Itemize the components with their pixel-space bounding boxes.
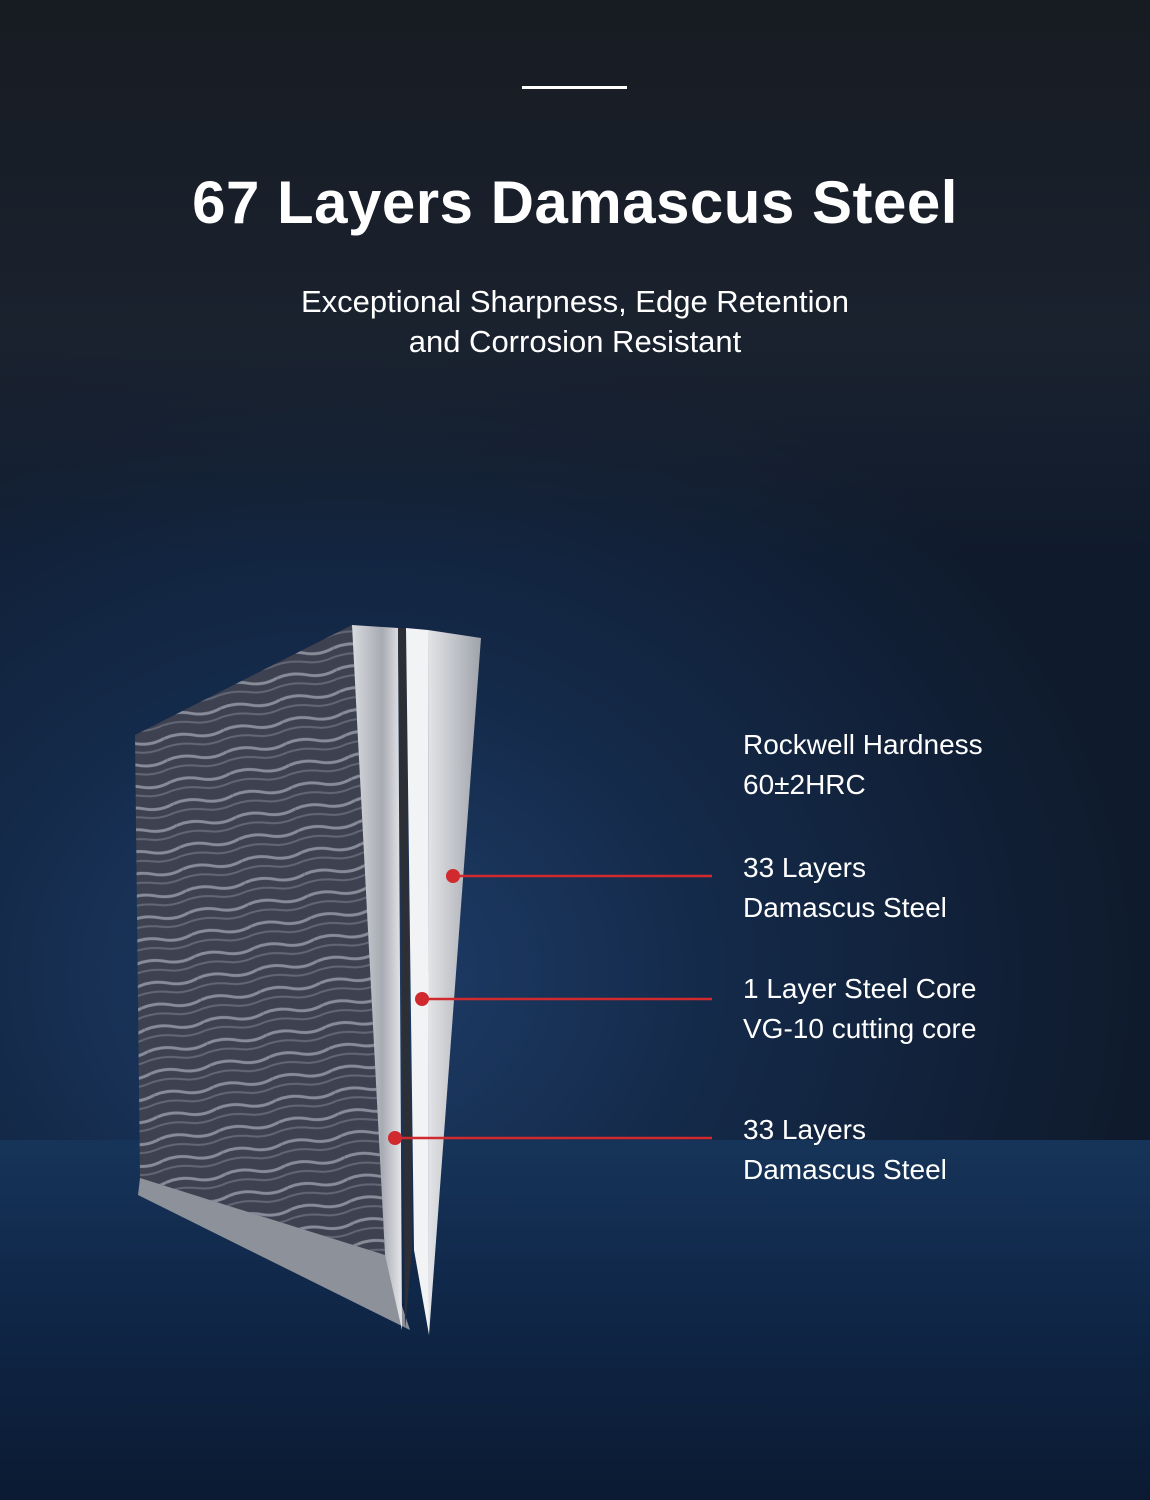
blade-spine-edge — [138, 1178, 410, 1330]
callout-outer-bottom-line-2: Damascus Steel — [743, 1154, 947, 1185]
callout-core-line-1: 1 Layer Steel Core — [743, 973, 977, 1004]
subtitle: Exceptional Sharpness, Edge Retention an… — [0, 282, 1150, 362]
steel-core — [406, 628, 429, 1335]
callout-lines — [388, 869, 712, 1145]
callout-outer-top-line-1: 33 Layers — [743, 852, 866, 883]
callout-dot-core — [415, 992, 429, 1006]
callout-dot-outer-bottom — [388, 1131, 402, 1145]
callout-dot-outer-top — [446, 869, 460, 883]
callout-hardness-line-2: 60±2HRC — [743, 769, 866, 800]
callout-outer-bottom-line-1: 33 Layers — [743, 1114, 866, 1145]
decorative-rule — [522, 86, 627, 89]
callout-outer-layer-top: 33 Layers Damascus Steel — [743, 848, 947, 928]
callout-outer-layer-bottom: 33 Layers Damascus Steel — [743, 1110, 947, 1190]
page-title: 67 Layers Damascus Steel — [192, 169, 958, 236]
subtitle-line-1: Exceptional Sharpness, Edge Retention — [300, 284, 850, 319]
callout-outer-top-line-2: Damascus Steel — [743, 892, 947, 923]
outer-layer-bevel-left — [352, 625, 402, 1330]
background-top — [0, 0, 1150, 560]
callout-core-line-2: VG-10 cutting core — [743, 1013, 977, 1044]
callout-hardness-line-1: Rockwell Hardness — [743, 729, 983, 760]
callout-hardness: Rockwell Hardness 60±2HRC — [743, 725, 983, 805]
subtitle-line-2: and Corrosion Resistant — [408, 324, 742, 359]
blade-face — [135, 625, 385, 1255]
callout-steel-core: 1 Layer Steel Core VG-10 cutting core — [743, 969, 976, 1049]
outer-layer-bevel-right — [428, 630, 481, 1335]
core-gap — [398, 628, 412, 1330]
